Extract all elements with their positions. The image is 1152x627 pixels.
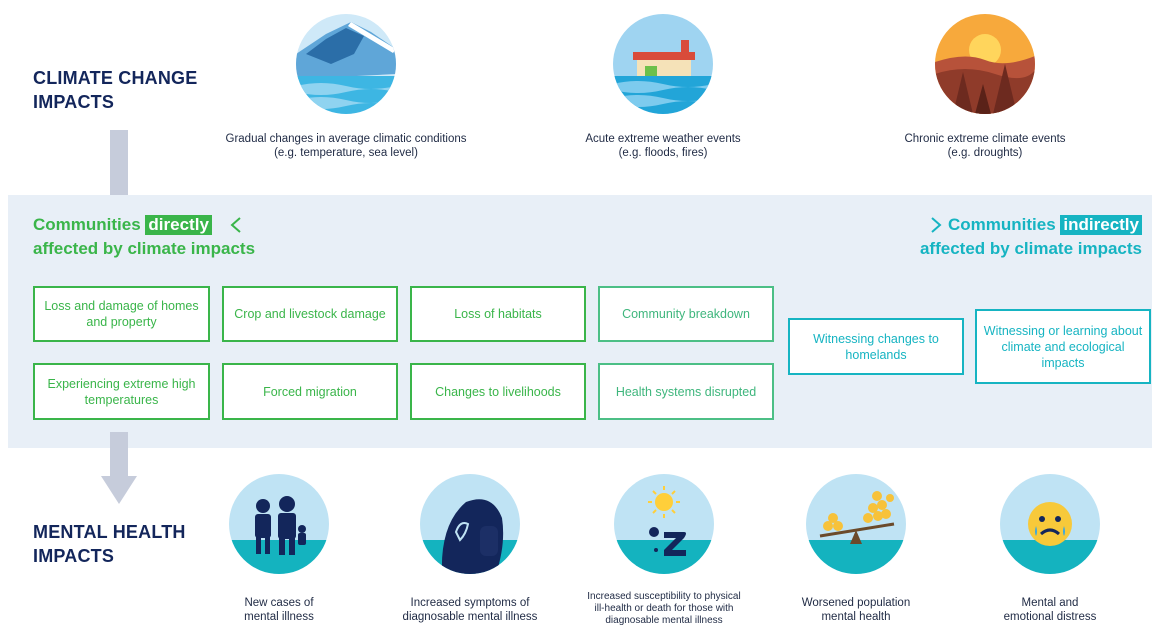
flow-bar-top <box>110 130 128 195</box>
box-extreme-temperatures: Experiencing extreme high temperatures <box>33 363 210 420</box>
box-witnessing-learning: Witnessing or learning about climate and… <box>975 309 1151 384</box>
climate-caption-gradual: Gradual changes in average climatic cond… <box>225 133 467 159</box>
box-loss-damage-homes: Loss and damage of homes and property <box>33 286 210 342</box>
box-changes-livelihoods: Changes to livelihoods <box>410 363 586 420</box>
box-witnessing-homelands: Witnessing changes to homelands <box>788 318 964 375</box>
crying-face-icon <box>1000 474 1100 574</box>
spectrum-double-arrow <box>230 217 942 233</box>
mental-caption-new-cases: New cases of mental illness <box>244 597 314 623</box>
indirectly-highlight: indirectly <box>1060 215 1142 235</box>
box-community-breakdown: Community breakdown <box>598 286 774 342</box>
mental-health-heading: MENTAL HEALTH IMPACTS <box>33 522 186 566</box>
flow-bar-bottom <box>110 432 128 477</box>
flooded-house-icon <box>613 14 713 114</box>
communities-directly-label: Communities directly affected by climate… <box>33 215 256 258</box>
climate-caption-chronic: Chronic extreme climate events (e.g. dro… <box>904 133 1066 159</box>
glacier-icon <box>296 14 396 114</box>
directly-highlight: directly <box>145 215 212 235</box>
climate-caption-acute: Acute extreme weather events (e.g. flood… <box>585 133 741 159</box>
climate-heading: CLIMATE CHANGE IMPACTS <box>33 68 198 112</box>
box-crop-livestock: Crop and livestock damage <box>222 286 398 342</box>
box-forced-migration: Forced migration <box>222 363 398 420</box>
box-loss-habitats: Loss of habitats <box>410 286 586 342</box>
family-icon <box>229 474 329 574</box>
mental-caption-susceptibility: Increased susceptibility to physical ill… <box>587 591 741 626</box>
down-arrow-icon <box>101 476 137 504</box>
mental-caption-worsened: Worsened population mental health <box>801 597 911 623</box>
heat-collapse-icon <box>614 474 714 574</box>
drought-forest-icon <box>935 14 1035 114</box>
seesaw-crowd-icon <box>806 474 906 574</box>
distressed-face-icon <box>420 474 520 574</box>
mental-caption-distress: Mental and emotional distress <box>1003 597 1097 623</box>
box-health-systems: Health systems disrupted <box>598 363 774 420</box>
communities-indirectly-label: Communities indirectly affected by clima… <box>919 215 1142 258</box>
mental-caption-increased-symptoms: Increased symptoms of diagnosable mental… <box>402 597 538 623</box>
